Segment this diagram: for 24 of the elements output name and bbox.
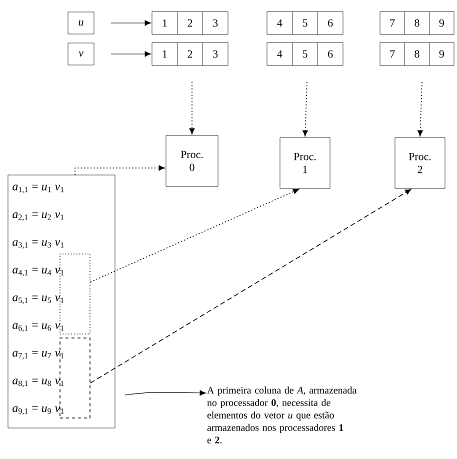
dotted-selection-box <box>60 254 90 334</box>
equation-column-box: a$_{1,1}$ = u$_{1}$ v$_{1}$ a$_{2,1}$ = u$_{2}$ v$_{1}$ a$_{3,1}$ = u$_{3}$ v$_{1}$ a$_{4,1}$ = u$_{4}$ v$_{1}$ a$_{5,1}$ = u$_{5}$ v$_{1}$ a$_{6,1}$ = u$_{6}$ v$_{1}$ a$_{7,1}$ = u$_{7}$ v$_{1}$ a$_{8,1}$ = u$_{8}$ v$_{1}$ a$_{9,1}$ = u$_{9}$ v$_{1}$ <box>8 174 116 428</box>
vector-label-box: v <box>68 42 94 66</box>
arrow <box>418 82 423 136</box>
arrow <box>110 51 152 57</box>
processor-box: Proc. 2 <box>394 137 446 189</box>
array-box: 4 5 6 <box>266 11 344 35</box>
array-box: 4 5 6 <box>266 42 344 66</box>
arrow <box>189 82 195 134</box>
vector-label-box: u <box>68 12 94 34</box>
array-box: 1 2 3 <box>152 42 228 66</box>
processor-box: Proc. 0 <box>166 135 218 187</box>
dashed-selection-box <box>60 338 90 418</box>
array-box: 7 8 9 <box>380 42 454 66</box>
arrow <box>124 390 206 396</box>
arrow <box>110 20 152 26</box>
processor-box: Proc. 1 <box>280 137 330 189</box>
arrow <box>302 82 308 136</box>
note-text: A primeira coluna de A, armazenada no processador 0, necessita de elementos do vetor u que estão armazenados nos processadores 1 e 2. <box>207 386 356 444</box>
array-box: 1 2 3 <box>152 11 228 35</box>
array-box: 7 8 9 <box>380 11 454 35</box>
arrow <box>90 188 300 282</box>
arrow <box>90 189 412 384</box>
arrow <box>74 165 165 176</box>
